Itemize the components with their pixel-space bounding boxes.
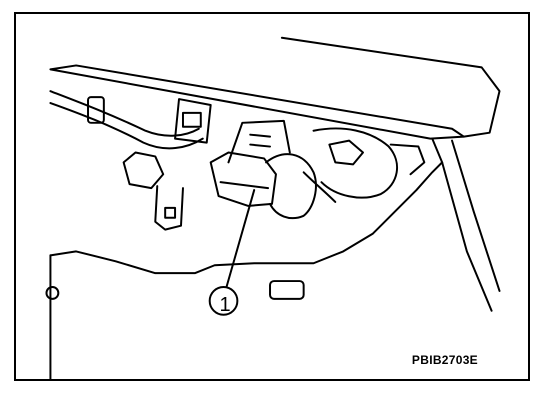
- relay: [181, 111, 202, 128]
- wiring-harness-lower: [49, 102, 204, 150]
- figure-code: PBIB2703E: [411, 353, 478, 367]
- duct-right-end: [389, 143, 426, 176]
- trim-slot: [269, 280, 305, 300]
- connector-block-left: [122, 151, 165, 190]
- bracket-hole: [164, 206, 177, 219]
- blower-connector: [328, 139, 364, 166]
- callout-circle: [208, 286, 239, 316]
- kick-panel-inner-edge: [451, 139, 501, 292]
- leader-line: [225, 189, 256, 288]
- trim-clip: [45, 286, 60, 300]
- dashboard-underside-drawing: [45, 36, 501, 379]
- control-unit-housing: [209, 151, 277, 207]
- upper-duct: [227, 119, 291, 164]
- lower-trim-edge: [49, 161, 444, 275]
- blower-duct: [312, 127, 398, 199]
- dash-upper-panel: [49, 64, 465, 140]
- harness-clip: [87, 96, 105, 124]
- control-unit-seam: [219, 181, 270, 190]
- relay-bracket: [174, 98, 212, 144]
- glove-box-outline: [280, 36, 501, 138]
- kick-panel-edge: [431, 137, 493, 312]
- wiring-harness: [49, 90, 200, 137]
- duct-ribs: [249, 133, 272, 148]
- mounting-bracket: [154, 185, 184, 231]
- callout-label: 1: [219, 293, 231, 316]
- target-component: [265, 153, 317, 220]
- target-component-tab: [302, 171, 337, 203]
- illustration-frame: 1 PBIB2703E: [14, 12, 530, 381]
